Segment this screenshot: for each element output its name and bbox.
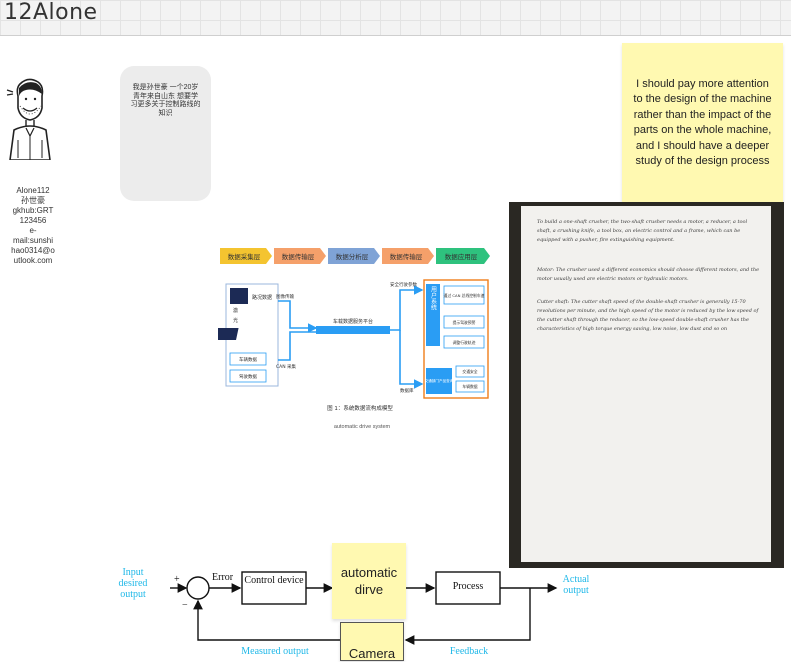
flow-arrow (399, 330, 424, 389)
stage-banner-collect: 数据采集层 (220, 248, 272, 264)
stage-banner-transfer: 数据传输层 (274, 248, 326, 264)
profile-line: 123456 (19, 216, 47, 225)
vehicle-data-right-label: 车辆数据 (462, 384, 477, 389)
process-label: Process (452, 581, 484, 592)
camera-sticky[interactable]: Camera (340, 622, 404, 661)
profile-line: 孙世豪 (21, 196, 45, 205)
user-box-can-label: 通过 CAN 总线控制车速 (444, 293, 485, 298)
profile-line: e- (29, 226, 37, 235)
road-image (230, 288, 248, 304)
stage-label: 数据采集层 (228, 252, 261, 261)
platform-bar (316, 326, 390, 334)
actual-output-label: Actual output (562, 574, 590, 596)
summing-junction (186, 576, 210, 600)
vehicle-data-label: 车辆数据 (239, 356, 257, 363)
person-doodle[interactable] (4, 78, 56, 160)
can-collect-label: CAN 采集 (276, 363, 297, 370)
camera-image (218, 328, 239, 340)
user-system-frame (423, 279, 489, 399)
notes-paper: To build a one-shaft crusher, the two-sh… (521, 206, 771, 562)
handwritten-paragraph: Motor: The crusher used a different econ… (537, 267, 760, 282)
feedback-control-diagram[interactable]: + − (110, 560, 600, 661)
laser-label-2: 光 (233, 317, 238, 324)
board-title[interactable]: 12Alone (4, 0, 98, 25)
platform-label: 车载数据服务平台 (333, 318, 373, 325)
handwritten-paragraph: To build a one-shaft crusher, the two-sh… (537, 219, 748, 243)
stage-label: 数据传输层 (282, 252, 315, 261)
road-data-label: 路况数据 (252, 294, 272, 301)
profile-line: Alone112 (16, 186, 50, 195)
diagram-caption[interactable]: automatic drive system (333, 424, 391, 430)
figure-caption: 图 1：系统数据流构成模型 (327, 404, 393, 412)
reflection-sticky-text: I should pay more attention to the desig… (633, 77, 772, 168)
process-block (435, 571, 501, 605)
traffic-tag-label: 交通部门产品查询 (425, 378, 454, 383)
control-device-block (241, 571, 307, 605)
user-system-tag (426, 284, 440, 346)
traffic-safety-label: 交通安全 (462, 369, 477, 374)
error-label: Error (212, 572, 234, 583)
user-box-warning (443, 315, 485, 329)
laser-label: 激 (233, 307, 238, 314)
stage-label: 数据传输层 (390, 252, 423, 261)
intro-card[interactable]: 我是孙世豪 一个20岁青年来自山东 想要学习更多关于控制路线的知识 (120, 66, 211, 201)
automatic-drive-sticky-text: automatic dirve (340, 565, 398, 597)
reflection-sticky-note[interactable]: I should pay more attention to the desig… (622, 43, 783, 203)
flow-arrow (390, 285, 424, 331)
flow-arrow (278, 300, 318, 333)
traffic-tag (426, 368, 452, 394)
handwritten-notes-photo[interactable]: To build a one-shaft crusher, the two-sh… (509, 202, 784, 568)
vehicle-data-box (229, 352, 267, 366)
stage-banner-analysis: 数据分析层 (328, 248, 380, 264)
stage-banner-transfer-2: 数据传输层 (382, 248, 434, 264)
profile-line: gkhub:GRT (12, 206, 54, 215)
stage-label: 数据分析层 (336, 252, 369, 261)
stage-banner-application: 数据应用层 (436, 248, 490, 264)
profile-line: mail:sunshi (12, 236, 53, 245)
system-data-flow-diagram[interactable]: 数据采集层 数据传输层 数据分析层 数据传输层 数据应用层 路况数据 激 光 车… (218, 246, 494, 436)
driving-data-label: 驾驶数据 (239, 373, 257, 380)
user-box-trajectory (443, 335, 485, 349)
image-transfer-label: 图像传输 (276, 293, 294, 300)
profile-line: utlook.com (13, 256, 53, 265)
flow-arrow (278, 331, 316, 361)
automatic-drive-sticky[interactable]: automatic dirve (332, 543, 406, 619)
measured-output-label: Measured output (241, 646, 309, 657)
user-box-trajectory-label: 调整行驶轨迹 (453, 340, 476, 345)
driving-data-box (229, 369, 267, 383)
profile-line: hao0314@o (11, 246, 55, 255)
user-box-can (443, 285, 485, 305)
profile-info[interactable]: Alone112 孙世豪 gkhub:GRT 123456 e- mail:su… (6, 186, 60, 266)
database-label: 数据库 (400, 387, 414, 394)
input-desired-output-label: Input desired output (118, 567, 148, 600)
minus-sign: − (182, 600, 188, 611)
camera-sticky-text: Camera (348, 646, 396, 661)
feedback-path (404, 588, 531, 645)
traffic-safety-box (455, 365, 485, 378)
stage-label: 数据应用层 (445, 252, 478, 261)
measured-path (193, 599, 340, 641)
handwritten-paragraph: Cutter shaft: The cutter shaft speed of … (537, 299, 759, 332)
intro-card-text: 我是孙世豪 一个20岁青年来自山东 想要学习更多关于控制路线的知识 (130, 84, 201, 117)
plus-sign: + (174, 574, 180, 585)
user-box-warning-label: 提示驾驶预警 (453, 320, 476, 325)
control-device-label: Control device (244, 575, 304, 586)
vehicle-data-box-right (455, 380, 485, 393)
feedback-label: Feedback (449, 646, 489, 657)
safe-params-label: 安全行驶参数 (390, 281, 417, 288)
user-system-label: 用户系统 (430, 286, 437, 311)
